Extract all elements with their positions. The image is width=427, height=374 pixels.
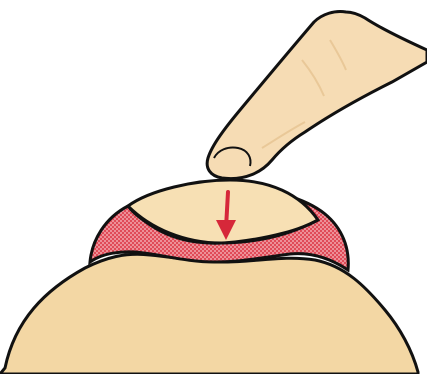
finger-icon — [207, 11, 427, 178]
skin-surface — [0, 254, 418, 374]
